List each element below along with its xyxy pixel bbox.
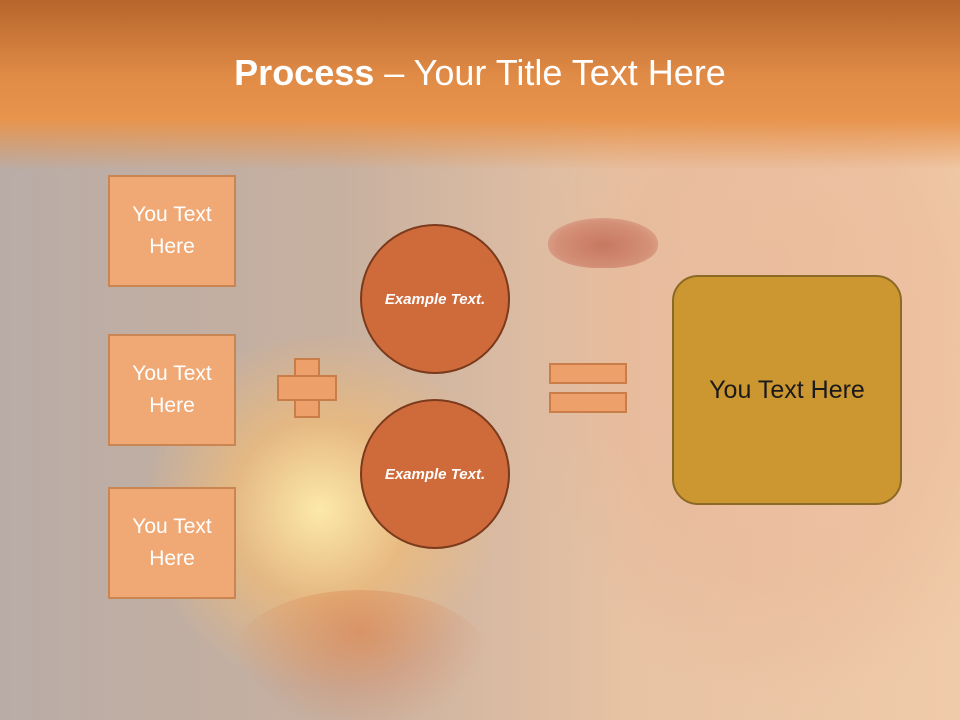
text-box-1[interactable]: You Text Here xyxy=(108,175,236,287)
example-circle-2[interactable]: Example Text. xyxy=(360,399,510,549)
equals-icon-top xyxy=(549,363,627,384)
title-rest: – Your Title Text Here xyxy=(374,52,726,93)
result-box[interactable]: You Text Here xyxy=(672,275,902,505)
slide-title: Process – Your Title Text Here xyxy=(0,52,960,94)
result-box-label: You Text Here xyxy=(709,375,865,404)
background-lips xyxy=(548,218,658,268)
title-bar xyxy=(0,0,960,170)
plus-icon-core xyxy=(296,377,318,399)
text-box-1-label: You Text Here xyxy=(132,203,212,258)
example-circle-1-label: Example Text. xyxy=(384,290,486,308)
text-box-2[interactable]: You Text Here xyxy=(108,334,236,446)
equals-icon-bottom xyxy=(549,392,627,413)
background-hands xyxy=(230,590,490,720)
text-box-2-label: You Text Here xyxy=(132,362,212,417)
example-circle-1[interactable]: Example Text. xyxy=(360,224,510,374)
title-bold: Process xyxy=(234,52,375,93)
text-box-3[interactable]: You Text Here xyxy=(108,487,236,599)
example-circle-2-label: Example Text. xyxy=(384,465,486,483)
text-box-3-label: You Text Here xyxy=(132,515,212,570)
